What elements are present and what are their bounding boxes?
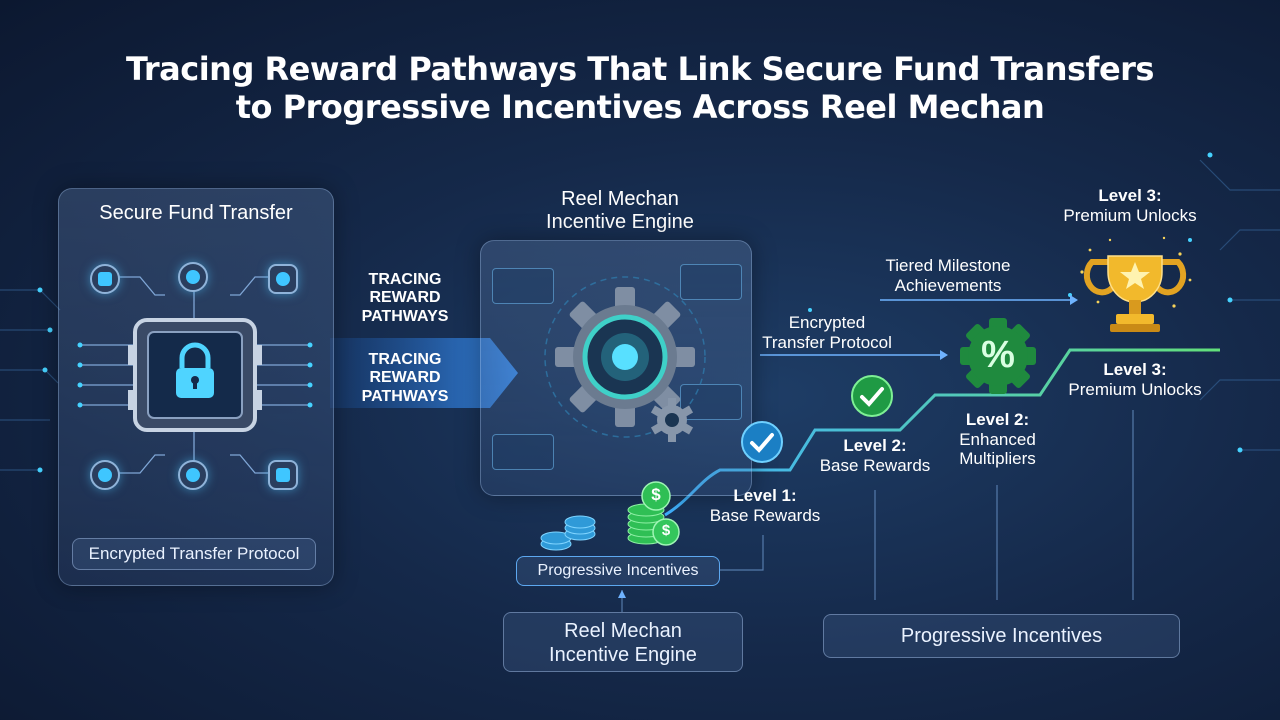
small-gear-icon [650,398,694,442]
engine-settings-card [680,264,742,300]
key-icon [178,460,208,490]
tiered-milestone-label: Tiered Milestone Achievements [885,256,1011,295]
percent-badge-icon [960,318,1036,394]
document-icon [178,262,208,292]
level3-mid-label: Level 3: Premium Unlocks [1068,360,1202,399]
gear-icon [544,276,706,438]
progressive-incentives-large: Progressive Incentives [823,614,1180,658]
pathway-step-line [664,348,1220,517]
level2-multipliers-label: Level 2: Enhanced Multipliers [959,410,1036,469]
tracing-label-lower: TRACING REWARD PATHWAYS [361,351,449,405]
level1-label: Level 1: Base Rewards [709,486,821,525]
engine-data-card [492,434,554,470]
network-icon [268,264,298,294]
secure-vault-diagram [77,276,313,474]
shield-icon [90,460,120,490]
page-title: Tracing Reward Pathways That Link Secure… [126,50,1154,127]
progressive-incentives-small: Progressive Incentives [516,556,720,586]
engine-title: Reel Mechan Incentive Engine [546,188,694,233]
dollar-symbol-top: $ [651,485,661,504]
secure-transfer-title: Secure Fund Transfer [99,202,293,224]
tracing-arrow-shape [330,338,518,408]
encrypted-protocol-label: Encrypted Transfer Protocol [72,538,316,570]
level3-top-label: Level 3: Premium Unlocks [1063,186,1197,225]
check-badge-icon [741,421,783,463]
dollar-symbol-bottom: $ [661,522,671,539]
percent-symbol: % [981,334,1015,376]
encrypted-protocol-pathway-label: Encrypted Transfer Protocol [762,313,892,352]
money-stack-icon [627,481,680,546]
level2-base-label: Level 2: Base Rewards [819,436,931,475]
lock-icon [268,460,298,490]
trophy-icon [1080,236,1192,332]
wallet-icon [90,264,120,294]
check-badge-green-icon [851,375,893,417]
engine-box: Reel Mechan Incentive Engine [503,612,743,672]
coin-stack-icon [540,515,596,551]
engine-chart-card [492,268,554,304]
tracing-label-upper: TRACING REWARD PATHWAYS [361,271,449,325]
